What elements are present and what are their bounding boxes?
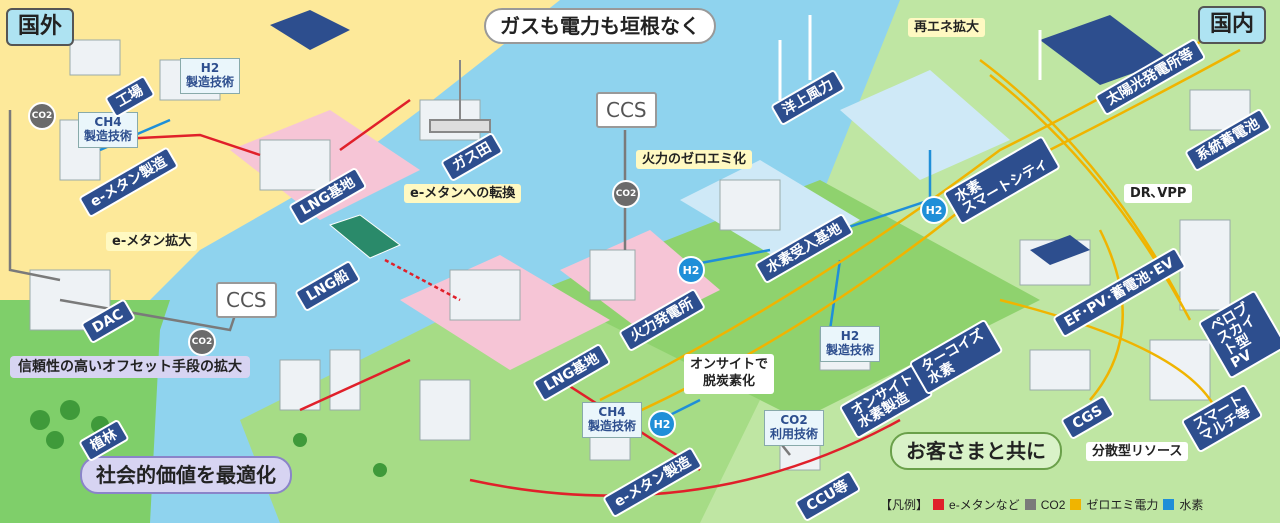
onsite-decarbonization-label: オンサイトで 脱炭素化 <box>684 354 775 394</box>
h2-badge: H2 <box>920 196 948 224</box>
co2-badge: CO2 <box>612 180 640 208</box>
co2-badge: CO2 <box>28 102 56 130</box>
ccs-sign-1: CCS <box>596 92 657 128</box>
legend-label-co2: CO2 <box>1040 497 1066 512</box>
offset-expansion-label: 信頼性の高いオフセット手段の拡大 <box>10 356 250 378</box>
thermal-zero-emission-label: 火力のゼロエミ化 <box>636 150 753 169</box>
dr-vpp-label: DR､VPP <box>1124 184 1193 203</box>
co2-utilization-tech-plate: CO2 利用技術 <box>764 410 825 446</box>
with-customers-message: お客さまと共に <box>890 432 1062 470</box>
legend-swatch-hydrogen <box>1163 499 1175 510</box>
legend-label-hydrogen: 水素 <box>1179 498 1204 512</box>
social-value-message: 社会的価値を最適化 <box>80 456 292 494</box>
emethane-conversion-label: e-メタンへの転換 <box>404 184 522 203</box>
ccs-sign-2: CCS <box>216 282 277 318</box>
legend-swatch-emethane <box>933 499 945 510</box>
h2-tech-plate-overseas: H2 製造技術 <box>180 58 241 94</box>
legend-label-emethane: e-メタンなど <box>949 498 1020 512</box>
co2-badge: CO2 <box>188 328 216 356</box>
h2-tech-plate-domestic: H2 製造技術 <box>820 326 881 362</box>
lng-ship <box>328 214 401 259</box>
smart-city-pad <box>840 70 1010 180</box>
domestic-corner-label: 国内 <box>1198 6 1267 44</box>
h2-badge: H2 <box>677 256 705 284</box>
emethane-expand-label: e-メタン拡大 <box>106 232 198 251</box>
ch4-tech-plate-overseas: CH4 製造技術 <box>78 112 139 148</box>
legend-label-zero-emission: ゼロエミ電力 <box>1086 498 1159 512</box>
h2-badge: H2 <box>648 410 676 438</box>
legend: 【凡例】 e-メタンなど CO2 ゼロエミ電力 水素 <box>880 496 1203 513</box>
ch4-tech-plate-domestic: CH4 製造技術 <box>582 402 643 438</box>
legend-prefix: 【凡例】 <box>880 498 929 512</box>
overseas-corner-label: 国外 <box>6 8 75 46</box>
renewables-expand-label: 再エネ拡大 <box>908 18 986 37</box>
legend-swatch-zero-emission <box>1070 499 1082 510</box>
headline: ガスも電力も垣根なく <box>484 8 716 44</box>
distributed-resources-label: 分散型リソース <box>1086 442 1189 461</box>
legend-swatch-co2 <box>1024 499 1036 510</box>
